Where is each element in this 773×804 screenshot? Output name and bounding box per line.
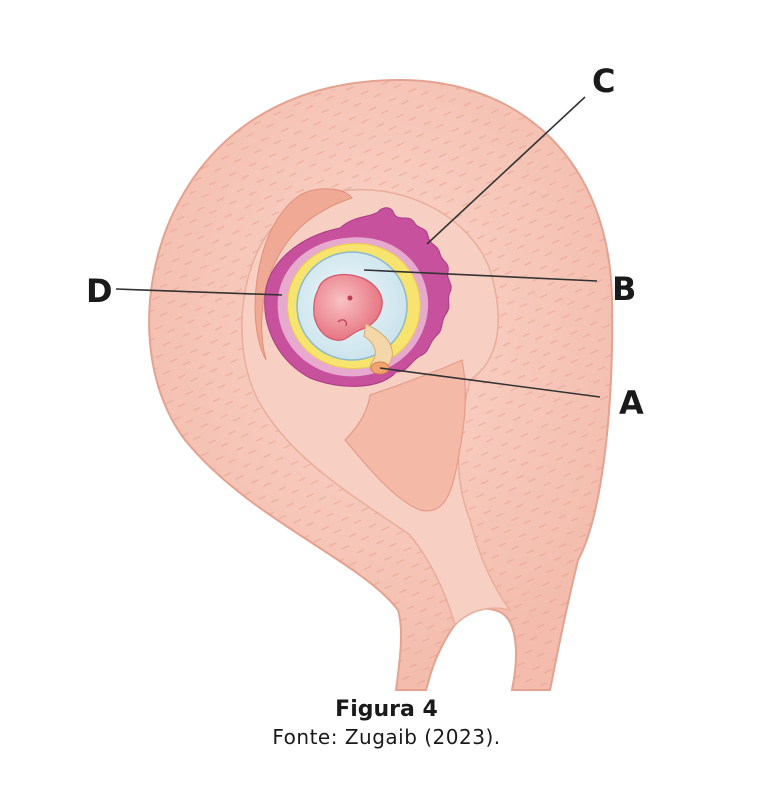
label-d: D bbox=[86, 272, 113, 310]
embryo-group bbox=[313, 273, 393, 375]
caption-title: Figura 4 bbox=[335, 697, 438, 722]
leader-lines bbox=[115, 96, 601, 398]
caption-source: Fonte: Zugaib (2023). bbox=[272, 725, 501, 749]
figure-caption: Figura 4 Fonte: Zugaib (2023). bbox=[0, 696, 773, 750]
decidua-crescent bbox=[254, 188, 353, 361]
leader-line-c bbox=[426, 96, 586, 245]
label-c: C bbox=[592, 62, 615, 100]
lower-decidua bbox=[344, 359, 466, 512]
label-b: B bbox=[612, 270, 636, 308]
embryo-limb-bud bbox=[337, 319, 348, 327]
label-a: A bbox=[619, 384, 644, 422]
leader-line-d bbox=[115, 288, 283, 296]
leader-line-a bbox=[379, 367, 601, 398]
leader-line-b bbox=[363, 269, 598, 282]
embryo-eye bbox=[347, 295, 353, 301]
uterus bbox=[148, 78, 614, 691]
embryo bbox=[313, 273, 383, 341]
